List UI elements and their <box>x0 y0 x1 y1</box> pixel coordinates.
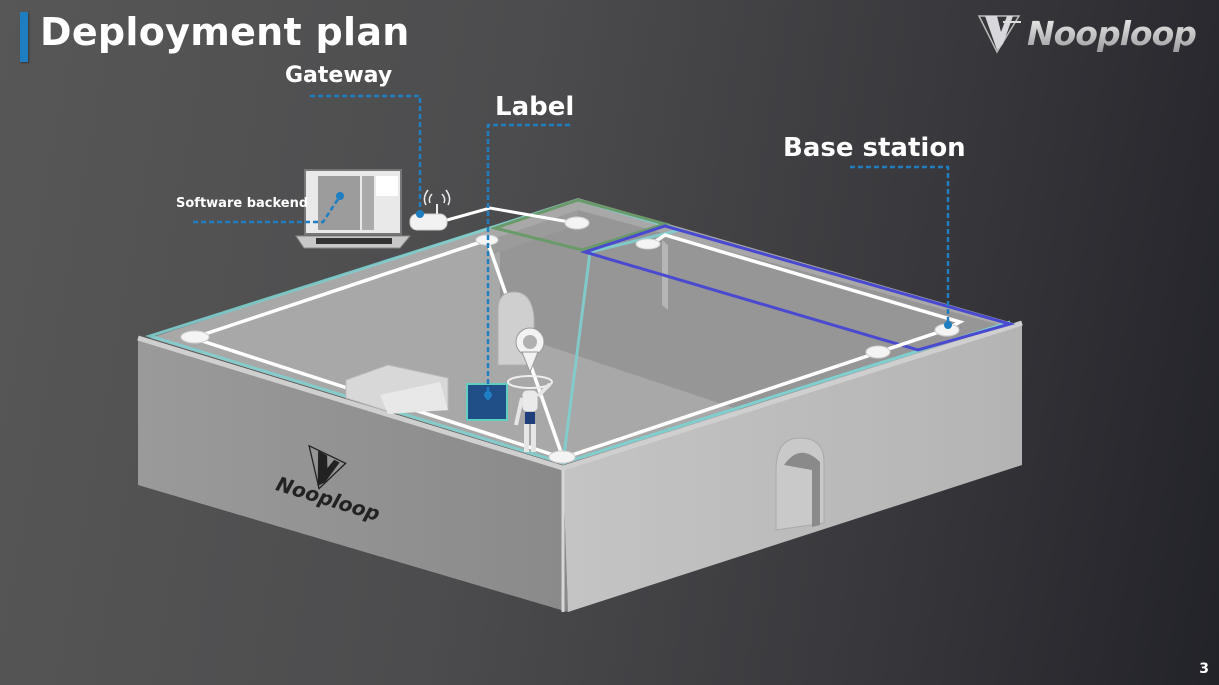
callout-dot <box>484 391 492 399</box>
title-accent-bar <box>20 12 28 62</box>
gateway-router <box>409 189 451 231</box>
cable-gateway <box>439 206 576 225</box>
callout-software-backend: Software backend <box>176 196 309 211</box>
base-station-node <box>548 450 576 464</box>
callout-gateway: Gateway <box>285 63 393 88</box>
laptop-backend <box>295 169 412 249</box>
brand-logo-text: Nooploop <box>1027 14 1197 53</box>
base-station-nodes <box>180 216 960 464</box>
callout-dot <box>416 210 424 218</box>
wall-top-edge <box>137 320 1023 471</box>
page-title: Deployment plan <box>40 10 410 54</box>
callout-line-base-station <box>850 165 950 325</box>
callout-line-software <box>193 195 342 224</box>
callout-label: Label <box>495 92 575 122</box>
callout-base-station: Base station <box>783 133 966 163</box>
brand-mark-icon <box>977 15 1021 54</box>
base-station-node <box>635 238 661 250</box>
floor-shadow <box>500 210 1000 410</box>
callout-line-gateway <box>310 94 422 214</box>
base-station-node <box>865 345 891 359</box>
callout-dots <box>336 192 952 399</box>
sofa <box>345 364 449 414</box>
inner-back-wall <box>490 210 578 255</box>
base-station-node <box>564 216 590 230</box>
callout-dot <box>336 192 344 200</box>
zone-blue <box>579 224 1016 352</box>
doorway-inner <box>784 452 820 527</box>
base-station-node <box>180 330 210 344</box>
callout-lines <box>193 94 950 400</box>
callout-line-label <box>486 123 570 400</box>
page-number: 3 <box>1199 661 1209 677</box>
robot-figure <box>507 327 553 452</box>
zone-green <box>489 198 671 252</box>
brand-logo: Nooploop <box>975 12 1205 57</box>
callout-dot <box>944 321 952 329</box>
front-left-wall <box>138 340 568 612</box>
